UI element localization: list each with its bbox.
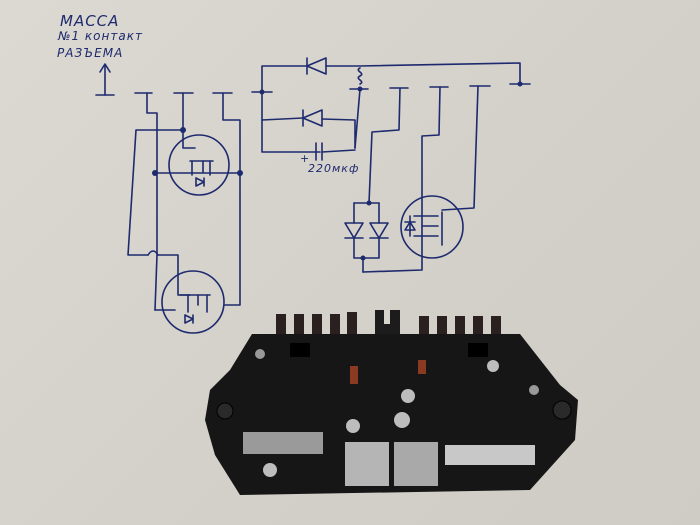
right-section [344, 85, 491, 273]
mosfet-lower-symbol [161, 270, 225, 334]
mass-label: МАССА [60, 12, 120, 30]
ground-arrow [95, 63, 115, 96]
pin-note-label: №1 контакт [58, 29, 143, 43]
rectifier-section [251, 57, 531, 161]
mosfet-upper-symbol [168, 134, 230, 196]
left-wiring [127, 92, 243, 311]
inductor-coil [357, 67, 363, 85]
board-tabs [276, 310, 501, 334]
board-pads [216, 343, 572, 486]
connector-note-label: РАЗЪЕМА [57, 46, 124, 60]
capacitor-value-label: 220мкф [308, 162, 360, 175]
capacitor-polarity-label: + [300, 152, 311, 165]
